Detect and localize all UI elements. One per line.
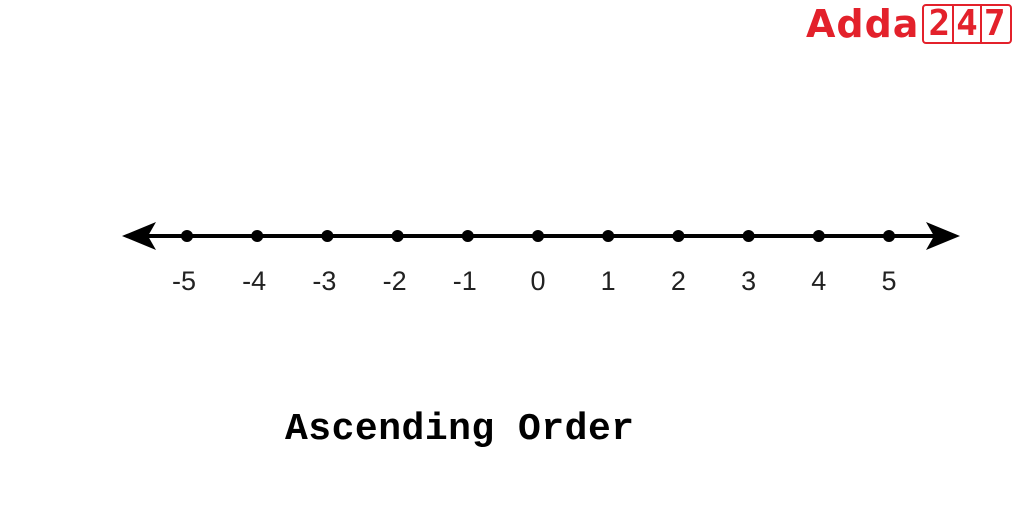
logo-digit: 2: [928, 3, 951, 44]
tick-dot: [532, 230, 544, 242]
right-arrow-icon: [926, 222, 960, 250]
tick-dot: [602, 230, 615, 242]
tick-dot: [812, 230, 825, 242]
tick-label: 5: [881, 266, 897, 296]
logo-digit-box: 2 4 7: [922, 3, 1012, 44]
tick-label: -3: [312, 266, 337, 296]
tick-label: 1: [600, 266, 616, 296]
tick-label: 2: [670, 266, 686, 296]
tick-dot: [181, 230, 193, 242]
adda247-logo: Adda 2 4 7: [806, 0, 1012, 48]
tick-label: -1: [452, 266, 477, 296]
logo-digit: 4: [952, 6, 980, 42]
tick-dot: [883, 230, 895, 242]
left-arrow-icon: [122, 222, 156, 250]
tick-dot: [461, 230, 474, 242]
logo-brand-text: Adda: [806, 2, 920, 46]
tick-dot: [321, 230, 334, 242]
logo-digit: 7: [979, 6, 1008, 42]
tick-label: -4: [242, 266, 267, 296]
tick-dot: [251, 230, 264, 242]
tick-dot: [391, 230, 404, 242]
tick-label: -5: [171, 266, 196, 296]
tick-label: 0: [530, 266, 546, 296]
tick-dots: [181, 230, 895, 242]
caption-title: Ascending Order: [285, 408, 635, 451]
tick-label: 3: [741, 266, 757, 296]
tick-dot: [672, 230, 685, 242]
tick-label: 4: [811, 266, 827, 296]
tick-label: -2: [382, 266, 407, 296]
tick-dot: [742, 230, 755, 242]
